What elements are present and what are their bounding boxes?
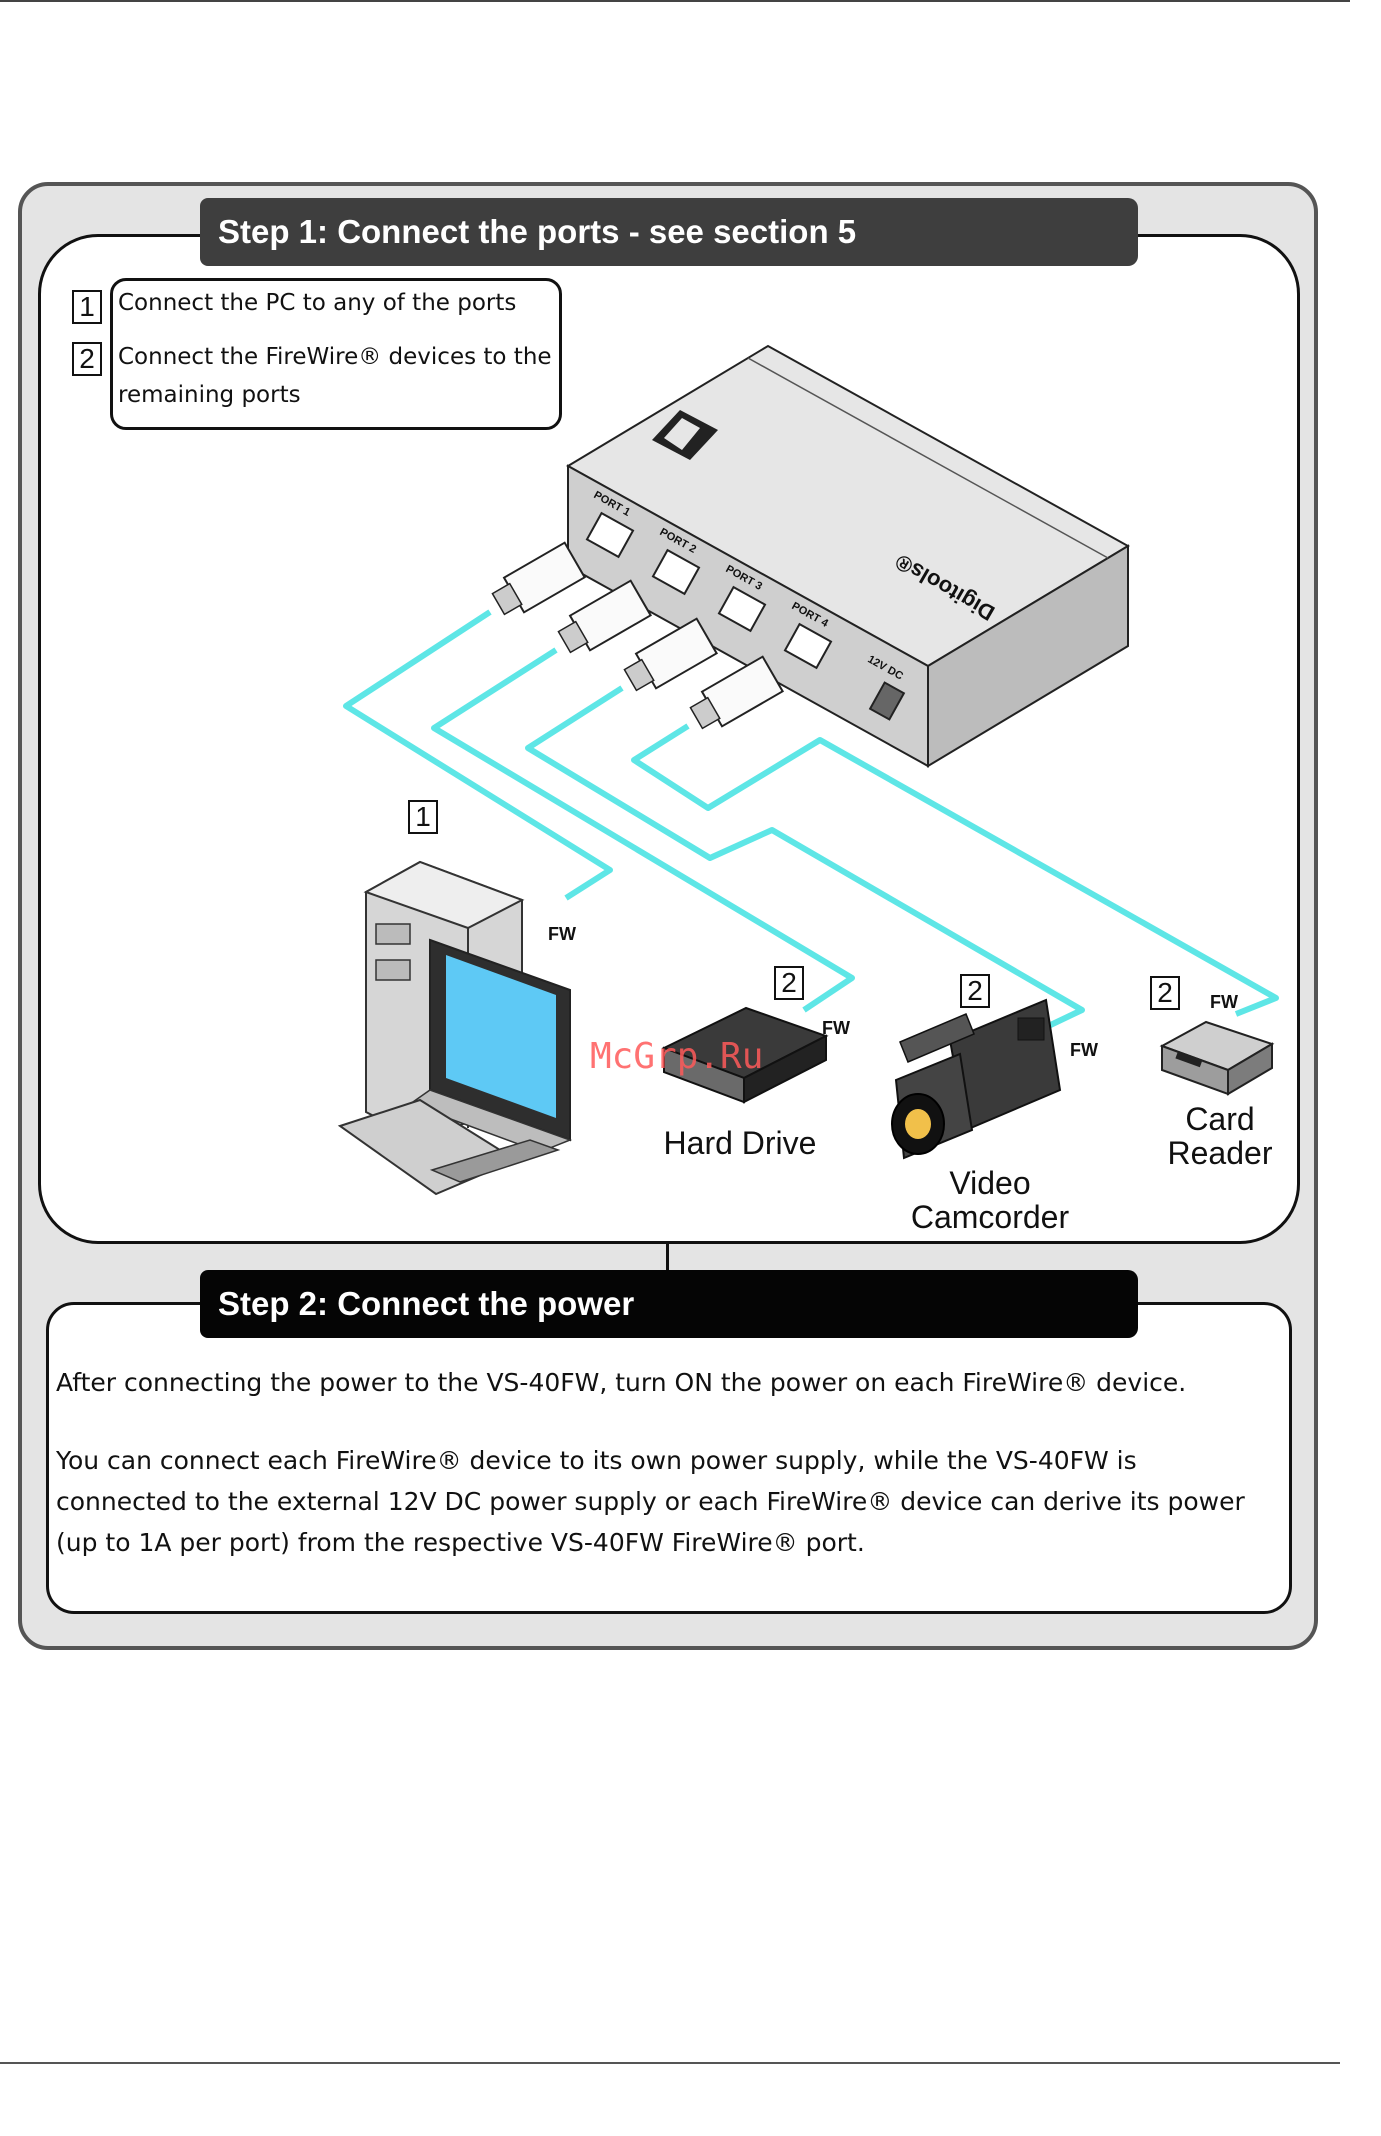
video-camcorder-device	[891, 998, 1062, 1160]
instruction-text-2b: remaining ports	[118, 382, 301, 408]
fw-cables	[343, 609, 1279, 1033]
hard-drive-device	[661, 1006, 829, 1104]
hdd-callout-number: 2	[774, 966, 804, 1000]
pc-callout-number: 1	[408, 800, 438, 834]
instruction-text-1: Connect the PC to any of the ports	[118, 290, 517, 316]
fw-label-cardreader: FW	[1210, 992, 1238, 1012]
cardreader-callout-number: 2	[1150, 976, 1180, 1010]
vs40fw-unit	[566, 344, 1130, 768]
step2-paragraph-2-line-3: (up to 1A per port) from the respective …	[56, 1528, 865, 1557]
step2-paragraph-2-line-2: connected to the external 12V DC power s…	[56, 1487, 1245, 1516]
step1-instructions-box	[110, 278, 562, 430]
step2-title: Step 2: Connect the power	[200, 1270, 1138, 1338]
instruction-text-2a: Connect the FireWire® devices to the	[118, 344, 552, 370]
pc-computer	[337, 860, 573, 1196]
top-rule	[0, 0, 1350, 2]
instruction-number-1: 1	[72, 290, 102, 324]
instruction-number-2: 2	[72, 342, 102, 376]
step2-panel	[46, 1302, 1292, 1614]
fw-label-camcorder: FW	[1070, 1040, 1098, 1060]
cable-hdd	[431, 647, 855, 1013]
watermark: McGrp.Ru	[590, 1036, 764, 1077]
step1-title: Step 1: Connect the ports - see section …	[200, 198, 1138, 266]
hard-drive-label: Hard Drive	[663, 1125, 817, 1161]
cable-cardreader	[631, 723, 1279, 1017]
fw-plugs	[491, 541, 785, 730]
step2-paragraph-2-line-1: You can connect each FireWire® device to…	[56, 1446, 1137, 1475]
fw-label-hdd: FW	[822, 1018, 850, 1038]
panel-connector	[666, 1244, 669, 1272]
camcorder-callout-number: 2	[960, 974, 990, 1008]
cable-camcorder	[525, 685, 1085, 1033]
bottom-rule	[0, 2062, 1340, 2064]
camcorder-label: Camcorder	[910, 1199, 1070, 1235]
video-label: Video	[949, 1165, 1031, 1201]
kramer-logo	[652, 410, 718, 460]
card-label: Card	[1185, 1101, 1255, 1137]
reader-label: Reader	[1167, 1135, 1273, 1171]
card-reader-device	[1159, 1020, 1275, 1096]
cable-pc	[343, 609, 613, 901]
step2-paragraph-1: After connecting the power to the VS-40F…	[56, 1368, 1187, 1397]
fw-label-pc: FW	[548, 924, 576, 944]
